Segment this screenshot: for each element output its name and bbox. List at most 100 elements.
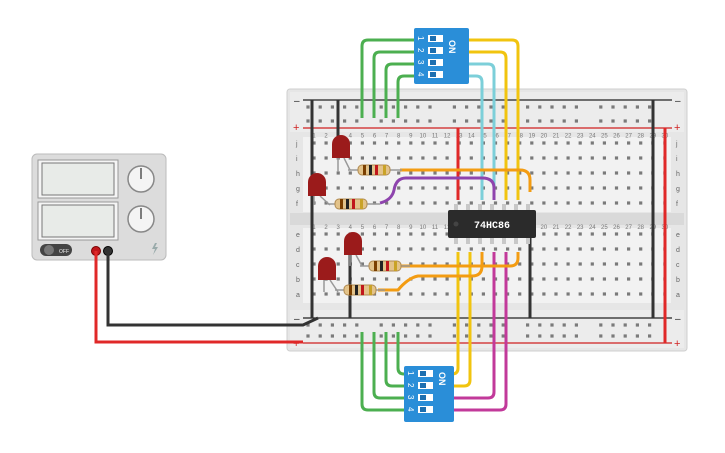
resistor-bottom-1[interactable]	[360, 260, 410, 272]
breadboard-hole[interactable]	[627, 247, 631, 251]
wire-orange-bottom-led-2[interactable]	[378, 252, 484, 292]
breadboard-hole[interactable]	[602, 201, 606, 205]
wire-green-bottom-2[interactable]	[372, 332, 408, 400]
breadboard-hole[interactable]	[542, 201, 546, 205]
breadboard-hole[interactable]	[530, 201, 534, 205]
breadboard-hole[interactable]	[452, 119, 456, 123]
breadboard-hole[interactable]	[360, 141, 364, 145]
breadboard-hole[interactable]	[627, 292, 631, 296]
breadboard-hole[interactable]	[404, 323, 408, 327]
breadboard-hole[interactable]	[614, 247, 619, 251]
breadboard-hole[interactable]	[355, 105, 359, 109]
breadboard-hole[interactable]	[627, 262, 631, 266]
breadboard-hole[interactable]	[602, 141, 606, 145]
breadboard-hole[interactable]	[639, 156, 643, 160]
breadboard-hole[interactable]	[452, 105, 456, 109]
breadboard-hole[interactable]	[397, 247, 401, 251]
breadboard-hole[interactable]	[550, 119, 554, 123]
breadboard-hole[interactable]	[465, 334, 469, 338]
breadboard-hole[interactable]	[602, 292, 606, 296]
breadboard-hole[interactable]	[385, 141, 389, 145]
breadboard-hole[interactable]	[360, 232, 364, 236]
breadboard-hole[interactable]	[574, 323, 578, 327]
breadboard-hole[interactable]	[611, 105, 615, 109]
wire-cyan-top-3[interactable]	[466, 62, 496, 200]
ic-chip[interactable]: 74HC86	[448, 204, 536, 244]
breadboard-hole[interactable]	[324, 141, 328, 145]
breadboard-hole[interactable]	[627, 232, 631, 236]
breadboard-hole[interactable]	[445, 156, 449, 160]
breadboard-hole[interactable]	[416, 105, 420, 109]
breadboard-hole[interactable]	[433, 156, 437, 160]
breadboard-hole[interactable]	[542, 262, 546, 266]
breadboard-hole[interactable]	[526, 119, 530, 123]
breadboard-hole[interactable]	[648, 323, 652, 327]
breadboard-hole[interactable]	[372, 141, 377, 145]
breadboard-hole[interactable]	[469, 141, 473, 145]
breadboard-hole[interactable]	[312, 171, 316, 175]
breadboard-hole[interactable]	[578, 156, 582, 160]
breadboard-hole[interactable]	[506, 201, 510, 205]
breadboard-hole[interactable]	[343, 323, 347, 327]
breadboard-hole[interactable]	[469, 201, 473, 205]
breadboard-hole[interactable]	[477, 334, 481, 338]
breadboard-hole[interactable]	[506, 277, 510, 281]
breadboard-hole[interactable]	[526, 334, 530, 338]
breadboard-hole[interactable]	[372, 247, 377, 251]
breadboard-hole[interactable]	[614, 171, 619, 175]
breadboard-hole[interactable]	[409, 156, 413, 160]
breadboard-hole[interactable]	[385, 201, 389, 205]
breadboard-hole[interactable]	[639, 186, 643, 190]
breadboard-hole[interactable]	[477, 119, 481, 123]
breadboard-hole[interactable]	[648, 119, 652, 123]
breadboard-hole[interactable]	[506, 247, 510, 251]
breadboard-hole[interactable]	[355, 323, 359, 327]
breadboard-hole[interactable]	[355, 119, 359, 123]
breadboard-hole[interactable]	[530, 156, 534, 160]
breadboard-hole[interactable]	[639, 201, 643, 205]
breadboard-hole[interactable]	[312, 262, 316, 266]
breadboard-hole[interactable]	[409, 186, 413, 190]
breadboard-hole[interactable]	[530, 247, 534, 251]
breadboard-hole[interactable]	[590, 262, 594, 266]
resistor-top-2[interactable]	[328, 198, 380, 210]
breadboard-hole[interactable]	[562, 105, 566, 109]
breadboard-hole[interactable]	[481, 292, 485, 296]
breadboard-hole[interactable]	[397, 292, 401, 296]
breadboard-hole[interactable]	[599, 105, 603, 109]
breadboard-hole[interactable]	[635, 105, 639, 109]
breadboard-hole[interactable]	[530, 262, 534, 266]
breadboard-hole[interactable]	[469, 186, 473, 190]
breadboard-hole[interactable]	[614, 186, 619, 190]
breadboard-hole[interactable]	[554, 232, 558, 236]
wire-yellow-top-2[interactable]	[466, 50, 508, 200]
breadboard-hole[interactable]	[433, 262, 437, 266]
breadboard-hole[interactable]	[465, 119, 469, 123]
breadboard-hole[interactable]	[330, 119, 334, 123]
breadboard-hole[interactable]	[452, 323, 456, 327]
breadboard-hole[interactable]	[639, 292, 643, 296]
breadboard-hole[interactable]	[566, 262, 570, 266]
breadboard-hole[interactable]	[409, 247, 413, 251]
breadboard-hole[interactable]	[391, 323, 395, 327]
breadboard-hole[interactable]	[409, 201, 413, 205]
breadboard-hole[interactable]	[397, 277, 401, 281]
breadboard-hole[interactable]	[542, 171, 546, 175]
breadboard-hole[interactable]	[433, 201, 437, 205]
breadboard-hole[interactable]	[578, 262, 582, 266]
breadboard-hole[interactable]	[578, 201, 582, 205]
breadboard-hole[interactable]	[493, 201, 498, 205]
breadboard-hole[interactable]	[635, 334, 639, 338]
breadboard-hole[interactable]	[530, 292, 534, 296]
wire-green-top-2[interactable]	[372, 50, 418, 118]
breadboard-hole[interactable]	[566, 186, 570, 190]
breadboard-hole[interactable]	[445, 232, 449, 236]
breadboard-hole[interactable]	[614, 141, 619, 145]
breadboard-hole[interactable]	[518, 247, 522, 251]
breadboard-hole[interactable]	[404, 105, 408, 109]
breadboard-hole[interactable]	[445, 292, 449, 296]
breadboard-hole[interactable]	[554, 262, 558, 266]
resistor-bottom-2[interactable]	[335, 284, 385, 296]
breadboard-hole[interactable]	[421, 277, 425, 281]
breadboard-hole[interactable]	[538, 105, 542, 109]
